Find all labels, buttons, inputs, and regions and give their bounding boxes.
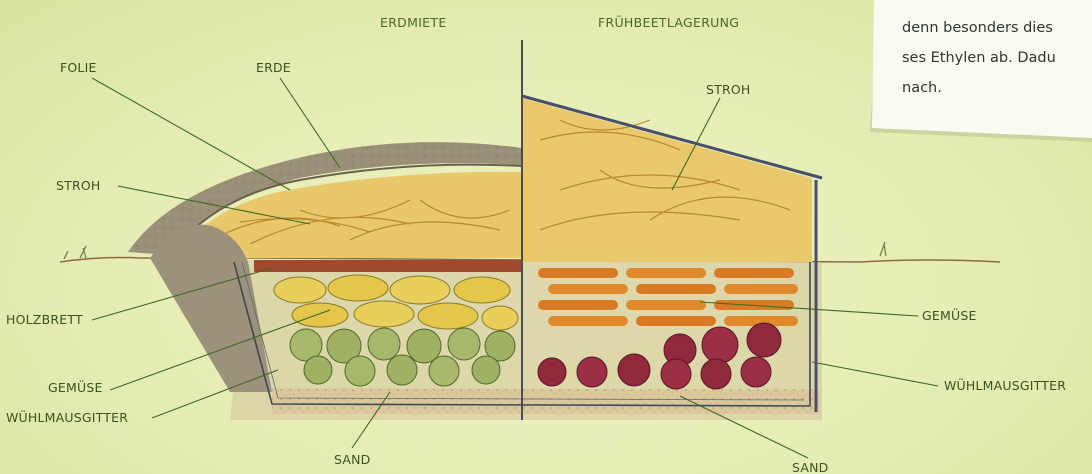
label-sand-right: SAND bbox=[792, 460, 829, 474]
note-card: denn besonders dies ses Ethylen ab. Dadu… bbox=[870, 0, 1092, 142]
label-stroh-left: STROH bbox=[56, 178, 101, 193]
note-line-2: ses Ethylen ab. Dadu bbox=[902, 50, 1056, 66]
label-gemuese-right: GEMÜSE bbox=[922, 307, 977, 323]
label-erde: ERDE bbox=[256, 60, 291, 75]
wooden-board bbox=[254, 260, 522, 272]
leader-erde bbox=[280, 78, 340, 168]
title-fruehbeetlagerung: FRÜHBEETLAGERUNG bbox=[598, 14, 739, 30]
label-wuehlmausgitter-right: WÜHLMAUSGITTER bbox=[944, 377, 1066, 393]
label-holzbrett: HOLZBRETT bbox=[6, 312, 83, 327]
leader-wuehlmausgitter-right bbox=[812, 362, 938, 386]
label-wuehlmausgitter-left: WÜHLMAUSGITTER bbox=[6, 409, 128, 425]
label-stroh-right: STROH bbox=[706, 82, 751, 97]
note-line-3: nach. bbox=[902, 80, 942, 96]
title-erdmiete: ERDMIETE bbox=[380, 15, 447, 30]
label-gemuese-left: GEMÜSE bbox=[48, 379, 103, 395]
sand-texture bbox=[272, 388, 820, 414]
note-line-1: denn besonders dies bbox=[902, 20, 1053, 36]
label-folie: FOLIE bbox=[60, 60, 97, 75]
leader-folie bbox=[92, 78, 290, 190]
label-sand-left: SAND bbox=[334, 452, 371, 467]
